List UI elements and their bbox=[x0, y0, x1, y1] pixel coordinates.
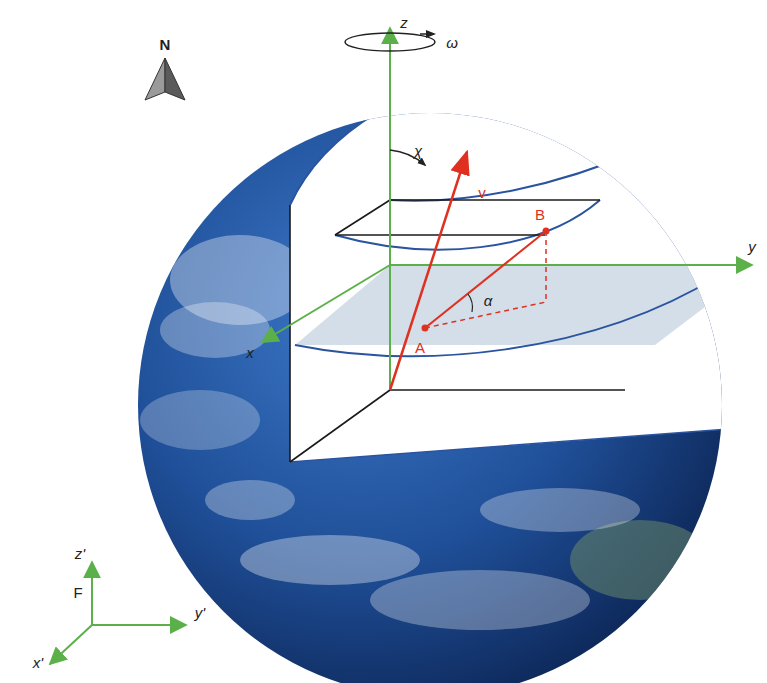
axis-label: y' bbox=[195, 605, 205, 620]
axis-label: x' bbox=[33, 655, 43, 670]
point-label: A bbox=[415, 340, 425, 355]
earth-surface bbox=[140, 100, 767, 630]
angle-label: χ bbox=[414, 143, 422, 158]
axis-label: x bbox=[246, 345, 254, 360]
rotation-label: ω bbox=[446, 35, 458, 50]
vector-label: v bbox=[478, 185, 486, 200]
axis-label: z bbox=[400, 15, 408, 30]
axis-label: z' bbox=[75, 546, 85, 561]
frame-label: F bbox=[73, 585, 82, 600]
axis-label: y bbox=[748, 239, 756, 254]
point-label: B bbox=[535, 207, 545, 222]
compass-label: N bbox=[160, 37, 171, 52]
angle-label: α bbox=[484, 293, 493, 308]
